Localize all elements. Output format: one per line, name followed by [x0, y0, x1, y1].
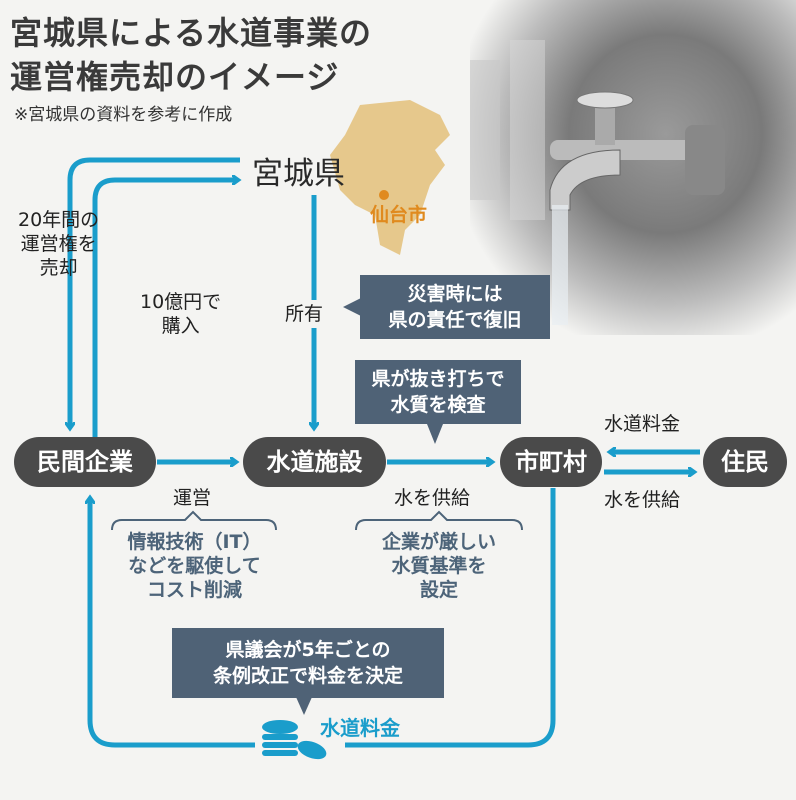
supply-to-residents-label: 水を供給 — [604, 489, 681, 511]
source-note: ※宮城県の資料を参考に作成 — [14, 105, 233, 125]
inspection-callout: 県が抜き打ちで水質を検査 — [355, 360, 521, 424]
operate-brace — [111, 510, 277, 531]
faucet-icon — [470, 40, 725, 325]
disaster-pointer — [343, 298, 361, 316]
supply-label: 水を供給 — [394, 487, 471, 509]
inspection-pointer — [427, 424, 443, 444]
sendai-dot — [379, 190, 389, 200]
sell-rights-arrow — [70, 157, 240, 428]
city-label: 仙台市 — [370, 204, 428, 226]
fee-to-company-label: 水道料金 — [320, 716, 400, 740]
purchase-arrow — [92, 180, 238, 437]
ownership-label: 所有 — [285, 300, 324, 328]
title-line-2: 運営権売却のイメージ — [10, 58, 340, 96]
quality-detail: 企業が厳しい水質基準を設定 — [381, 531, 496, 601]
coins-icon — [262, 720, 327, 760]
title-line-1: 宮城県による水道事業の — [10, 14, 373, 52]
fee-decision-callout: 県議会が5年ごとの条例改正で料金を決定 — [172, 628, 444, 698]
fee-decision-pointer — [296, 697, 312, 715]
quality-brace — [355, 510, 523, 531]
disaster-callout: 災害時には県の責任で復旧 — [360, 275, 550, 339]
fee-loop-arrow — [90, 488, 556, 748]
operate-label: 運営 — [173, 487, 212, 509]
node-facility: 水道施設 — [243, 437, 386, 487]
node-company: 民間企業 — [14, 437, 156, 487]
miyagi-map — [330, 100, 450, 255]
purchase-label: 10億円で購入 — [140, 291, 222, 337]
prefecture-label: 宮城県 — [252, 156, 345, 192]
operate-detail: 情報技術（IT）などを駆使してコスト削減 — [127, 531, 262, 601]
fee-from-residents-label: 水道料金 — [604, 413, 681, 435]
node-residents: 住民 — [703, 437, 787, 487]
sell-rights-label: 20年間の運営権を売却 — [18, 209, 100, 279]
node-municipality: 市町村 — [500, 437, 602, 487]
